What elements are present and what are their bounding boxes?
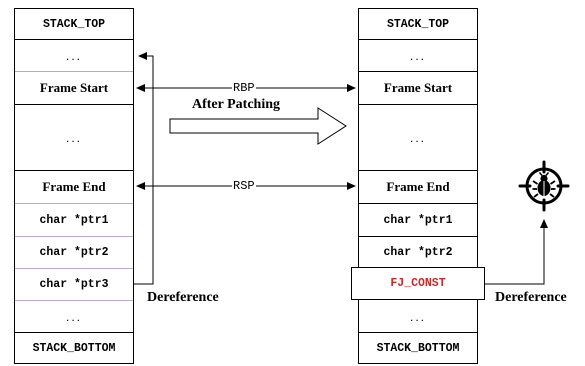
right-cell-dots-2: ... <box>359 105 477 171</box>
left-cell-ptr3: char *ptr3 <box>15 269 133 301</box>
right-cell-ptr1: char *ptr1 <box>359 204 477 237</box>
rbp-label: RBP <box>232 81 256 95</box>
right-stack: STACK_TOP ... Frame Start ... Frame End … <box>358 8 478 364</box>
right-stack-top: STACK_TOP <box>359 9 477 40</box>
right-stack-bottom: STACK_BOTTOM <box>376 342 460 355</box>
bug-target-icon <box>518 160 570 212</box>
right-cell-dots-1: ... <box>359 40 477 72</box>
right-cell-dots-3: ... <box>359 301 477 333</box>
dereference-label-right: Dereference <box>495 290 567 305</box>
right-cell-fj-const: FJ_CONST <box>351 267 485 300</box>
left-stack-top: STACK_TOP <box>15 9 133 40</box>
right-cell-frame-start: Frame Start <box>359 72 477 105</box>
after-patching-arrow <box>169 107 347 145</box>
left-cell-dots-1: ... <box>15 40 133 72</box>
left-cell-ptr1: char *ptr1 <box>15 204 133 237</box>
after-patching-label: After Patching <box>192 97 280 112</box>
left-cell-dots-3: ... <box>15 301 133 333</box>
left-dereference-connector <box>134 52 154 285</box>
left-stack: STACK_TOP ... Frame Start ... Frame End … <box>14 8 134 364</box>
left-cell-dots-2: ... <box>15 105 133 171</box>
left-cell-frame-end: Frame End <box>15 171 133 204</box>
rsp-label: RSP <box>232 179 256 193</box>
left-cell-ptr2: char *ptr2 <box>15 237 133 269</box>
right-cell-frame-end: Frame End <box>359 171 477 204</box>
right-dereference-connector <box>485 219 548 285</box>
left-cell-frame-start: Frame Start <box>15 72 133 105</box>
dereference-label-left: Dereference <box>147 290 219 305</box>
left-stack-bottom: STACK_BOTTOM <box>32 342 116 355</box>
